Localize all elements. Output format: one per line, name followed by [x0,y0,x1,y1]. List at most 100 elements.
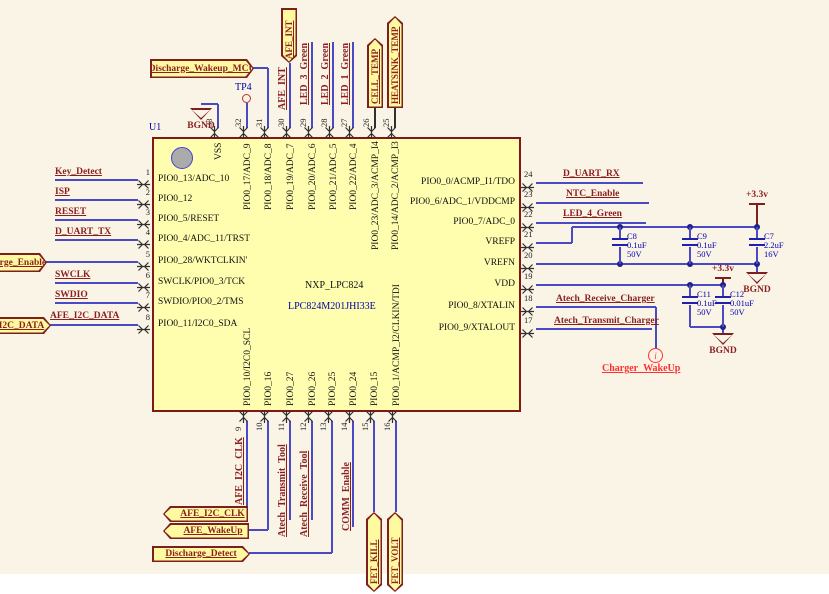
wire[interactable] [572,226,757,228]
net-label[interactable]: SWCLK [55,270,91,280]
capacitor-plate[interactable] [682,238,698,240]
wire[interactable] [536,222,646,224]
wire[interactable] [352,42,354,128]
port-afe_wakeup[interactable]: AFE_WakeUp [163,523,249,539]
capacitor-plate[interactable] [682,244,698,246]
test-point-pad[interactable] [242,94,251,103]
net-label[interactable]: AFE_I2C_DATA [50,311,120,321]
net-label[interactable]: Atech_Receive_Charger [556,294,655,304]
port-cell_temp[interactable] [367,38,383,108]
port-fet_volt[interactable] [387,512,403,592]
port-heatsink_temp[interactable] [387,16,403,108]
wire[interactable] [331,421,333,553]
net-label[interactable]: SWDIO [55,290,88,300]
wire[interactable] [722,327,724,334]
wire[interactable] [722,305,724,327]
port-afe_int[interactable] [281,8,297,63]
wire[interactable] [352,421,354,527]
charger-wakeup-marker[interactable]: i [648,348,663,363]
net-label[interactable]: AFE_INT [277,67,288,110]
port-i2c_data_clipped[interactable]: I2C_DATA [0,317,51,334]
power-rail-label[interactable]: +3.3v [745,190,769,200]
wire[interactable] [536,306,656,308]
wire[interactable] [267,421,269,530]
net-label[interactable]: ISP [55,187,70,197]
net-label[interactable]: LED_2_Green [320,42,331,105]
wire[interactable] [55,219,138,221]
wire[interactable] [756,204,758,227]
capacitor-plate[interactable] [682,302,698,304]
net-label[interactable]: Atech_Transmit_Charger [554,316,659,326]
capacitor-plate[interactable] [715,296,731,298]
wire[interactable] [50,324,138,326]
wire[interactable] [217,104,219,128]
chip-body[interactable] [152,137,521,412]
net-label[interactable]: NTC_Enable [566,189,620,199]
wire[interactable] [571,227,573,243]
capacitor-plate[interactable] [749,238,765,240]
wire[interactable] [289,421,291,520]
capacitor-plate[interactable] [715,302,731,304]
wire[interactable] [55,179,138,181]
wire[interactable] [756,264,758,273]
port-discharge_wakeup_mcu[interactable]: Discharge_Wakeup_MCU [150,59,254,78]
wire[interactable] [246,421,248,513]
capacitor-plate[interactable] [612,238,628,240]
wire[interactable] [55,282,138,284]
wire[interactable] [655,307,657,349]
net-label[interactable]: COMM_Enable [341,462,352,531]
net-label[interactable]: LED_1_Green [340,42,351,105]
net-label[interactable]: LED_3_Green [299,42,310,105]
wire[interactable] [395,421,397,512]
wire[interactable] [373,421,375,512]
wire[interactable] [619,227,621,239]
wire[interactable] [536,182,643,184]
wire[interactable] [55,302,138,304]
wire[interactable] [689,285,691,297]
port-enable_clipped[interactable]: arge_Enable [0,253,47,272]
capacitor-plate[interactable] [612,244,628,246]
wire[interactable] [289,63,291,128]
net-label[interactable]: Atech_Transmit_Tool [277,444,288,537]
wire[interactable] [536,284,723,286]
wire[interactable] [55,239,138,241]
net-label[interactable]: D_UART_RX [563,169,620,179]
wire[interactable] [689,247,691,264]
net-label[interactable]: LED_4_Green [563,209,622,219]
wire[interactable] [536,202,649,204]
wire[interactable] [201,103,218,105]
net-label[interactable]: AFE_I2C_CLK [234,437,245,505]
wire[interactable] [311,42,313,128]
wire[interactable] [619,247,621,264]
wire[interactable] [332,42,334,128]
wire[interactable] [248,529,268,531]
wire[interactable] [536,263,757,265]
wire[interactable] [536,328,652,330]
wire[interactable] [46,261,138,263]
wire[interactable] [311,421,313,520]
wire[interactable] [394,108,396,128]
net-label[interactable]: D_UART_TX [55,227,112,237]
wire[interactable] [374,108,376,128]
wire[interactable] [253,67,268,69]
net-label[interactable]: Key_Detect [55,167,102,177]
wire[interactable] [690,326,723,328]
capacitor-plate[interactable] [682,296,698,298]
charger-wakeup-label[interactable]: Charger_WakeUp [602,363,681,374]
wire[interactable] [55,199,138,201]
wire[interactable] [246,103,248,128]
wire[interactable] [689,227,691,239]
wire[interactable] [756,227,758,239]
net-label[interactable]: Atech_Receive_Tool [299,450,310,537]
net-label[interactable]: RESET [55,207,87,217]
port-afe_i2c_clk[interactable]: AFE_I2C_CLK [163,506,248,522]
gnd-symbol[interactable] [712,333,734,345]
wire[interactable] [249,552,332,554]
port-fet_kill[interactable] [366,512,382,592]
wire[interactable] [536,242,572,244]
wire[interactable] [267,68,269,128]
port-discharge_detect[interactable]: Discharge_Detect [152,546,250,562]
wire[interactable] [722,285,724,297]
gnd-symbol[interactable] [746,272,768,284]
wire[interactable] [689,305,691,327]
